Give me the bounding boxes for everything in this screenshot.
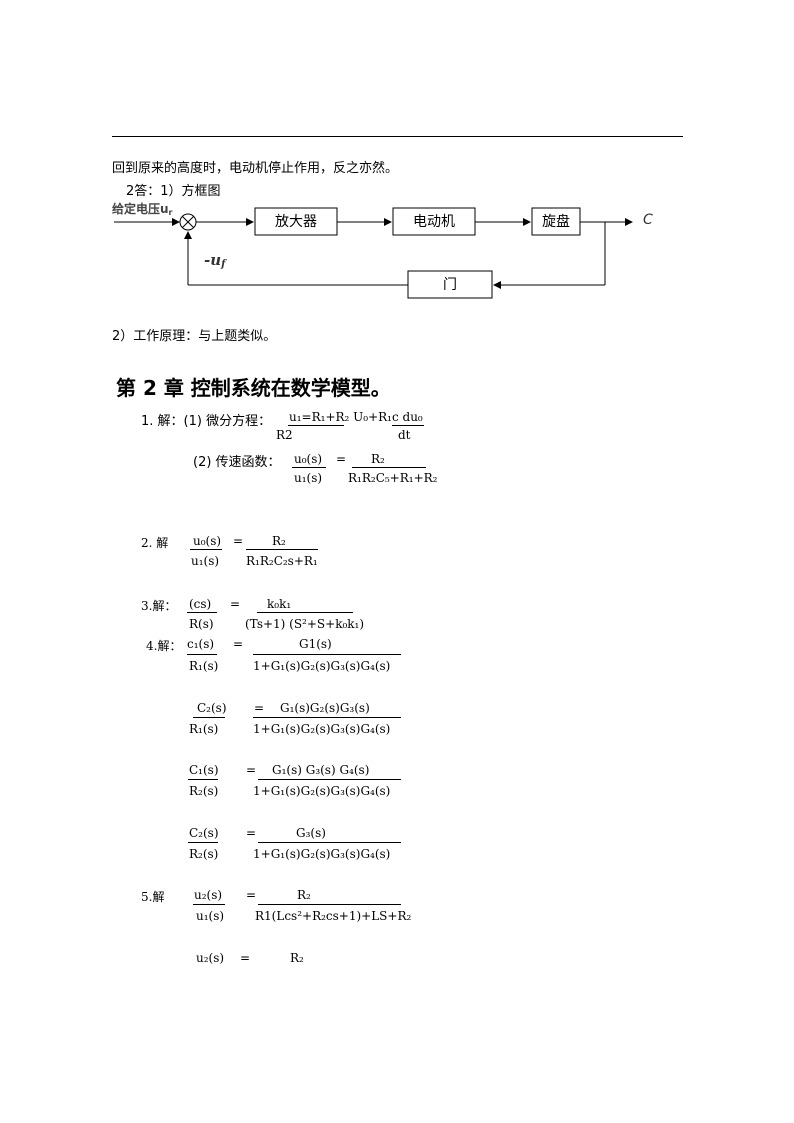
s1-tf-den-r: R₁R₂C₅+R₁+R₂ <box>348 471 438 485</box>
block-motor <box>392 207 476 236</box>
block-turntable-label: 旋盘 <box>542 214 570 230</box>
chapter-title: 第 2 章 控制系统在数学模型。 <box>116 376 391 400</box>
header-rule <box>112 136 683 137</box>
intro-line: 回到原来的高度时，电动机停止作用，反之亦然。 <box>112 161 399 176</box>
block-motor-label: 电动机 <box>413 214 455 230</box>
output-label: C <box>643 212 653 228</box>
block-diagram <box>114 207 633 299</box>
feedback-label: -uf <box>204 251 226 270</box>
block-amplifier <box>254 207 338 236</box>
s4-label: 4.解： <box>146 639 182 653</box>
input-label: 给定电压ur <box>112 202 173 217</box>
s2-label: 2. 解 <box>141 536 169 550</box>
s1-eq-num: u₁=R₁+R₂ U₀+R₁c du₀ <box>289 410 423 424</box>
s1-tf-num-r: R₂ <box>371 452 385 466</box>
s1-tf-den-l: u₁(s) <box>294 471 323 485</box>
block-gate <box>407 270 493 299</box>
s1-tf-num-l: u₀(s) <box>294 452 323 466</box>
s5-label: 5.解 <box>141 890 165 904</box>
s1-label: 1. 解：(1) 微分方程： <box>141 414 272 429</box>
s1-tf-label: (2) 传速函数： <box>193 455 281 470</box>
block-gate-label: 门 <box>443 277 457 293</box>
block-turntable <box>531 207 581 236</box>
s3-label: 3.解： <box>141 599 177 613</box>
block-amplifier-label: 放大器 <box>275 214 317 230</box>
s1-eq-den2: dt <box>398 428 411 442</box>
principle-line: 2）工作原理：与上题类似。 <box>112 329 277 344</box>
q2-answer: 2答：1）方框图 <box>126 184 221 199</box>
s1-eq-den1: R2 <box>276 428 293 442</box>
